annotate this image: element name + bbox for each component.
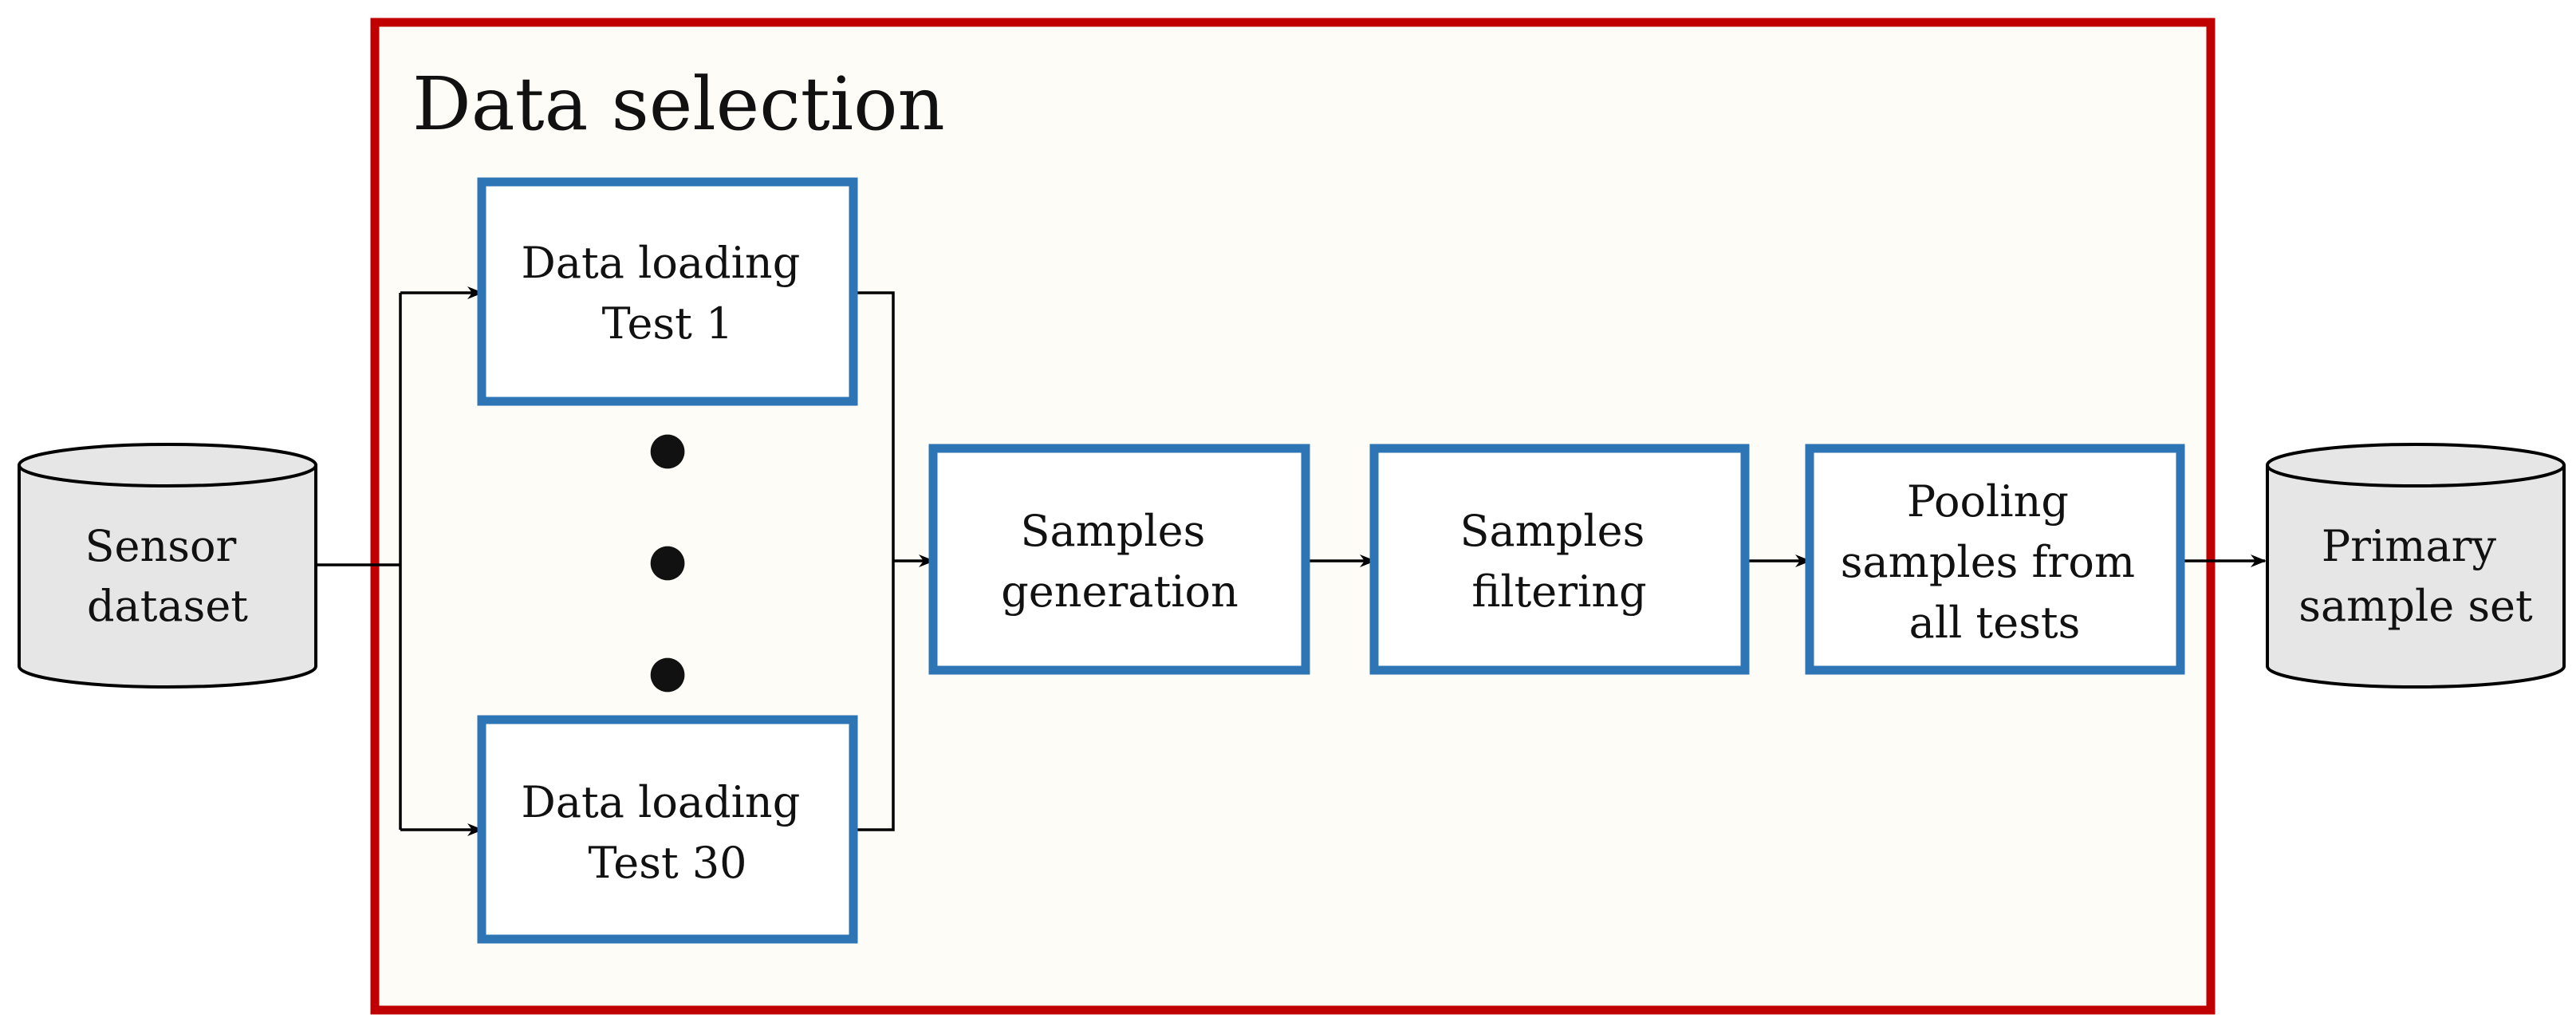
ellipsis-dots: ● ● ● [648,423,687,698]
primary-sample-set-line-1: Primary [2322,521,2497,571]
ellipsis-dot-1: ● [648,423,687,475]
svg-text:Samples generation: Samples generation [1001,506,1239,617]
ellipsis-dot-2: ● [648,535,687,586]
svg-text:Data loading Test 30: Data loading Test 30 [522,777,814,888]
samples-filtering-line-2: filtering [1471,566,1646,617]
load-test-1-line-1: Data loading [522,238,801,288]
ellipsis-dot-3: ● [648,646,687,698]
container-title: Data selection [412,61,945,147]
pooling-line-2: samples from [1841,537,2135,587]
samples-filtering-line-1: Samples [1459,506,1644,556]
pooling-line-3: all tests [1909,598,2081,648]
samples-generation-box: Samples generation [928,444,1310,675]
svg-text:Pooling samples from: Pooling samples from all tests [1841,476,2149,648]
load-test-1-line-2: Test 1 [602,298,734,349]
load-test-1-box: Data loading Test 1 [477,177,858,406]
cylinder-body [18,465,317,689]
cylinder-top [2266,443,2566,487]
load-test-30-line-1: Data loading [522,777,801,827]
box-frame [477,177,858,406]
cylinder-top [18,443,317,487]
box-frame [1369,444,1750,675]
svg-text:Samples filtering: Samples filtering [1459,506,1658,617]
svg-text:Primary sample set: Primary sample set [2298,521,2533,631]
primary-sample-set-line-2: sample set [2298,581,2533,631]
samples-generation-line-1: Samples [1020,506,1205,556]
samples-filtering-box: Samples filtering [1369,444,1750,675]
sensor-dataset-store: Sensor dataset [18,443,317,689]
pooling-box: Pooling samples from all tests [1805,444,2185,675]
connectors [316,286,2267,836]
cylinder-body [2266,465,2566,689]
box-frame [477,715,858,944]
sensor-dataset-line-2: dataset [87,581,248,631]
sensor-dataset-line-1: Sensor [85,521,237,571]
svg-text:Sensor dataset: Sensor dataset [85,521,250,631]
box-frame [928,444,1310,675]
samples-generation-line-2: generation [1001,566,1239,617]
pooling-line-1: Pooling [1907,476,2069,527]
load-test-30-box: Data loading Test 30 [477,715,858,944]
primary-sample-set-store: Primary sample set [2266,443,2566,689]
load-test-30-line-2: Test 30 [588,838,746,888]
box-frame [1805,444,2185,675]
svg-text:Data loading Test 1: Data loading Test 1 [522,238,814,349]
